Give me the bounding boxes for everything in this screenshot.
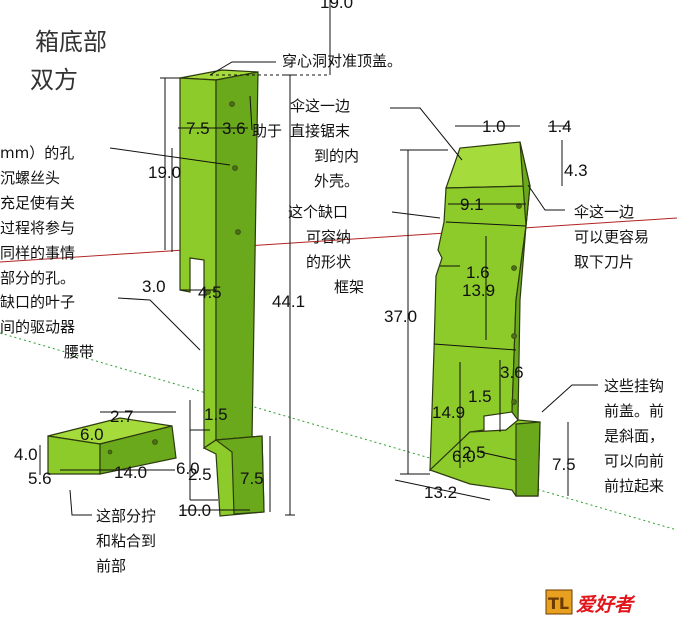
svg-text:mm）的孔: mm）的孔 — [0, 144, 74, 162]
note-umbrella-edge: 伞这一边 直接锯末 到的内 外壳。 — [290, 97, 359, 190]
dim-2-5-a: 2.5 — [188, 465, 212, 484]
svg-text:部分的孔。: 部分的孔。 — [0, 269, 75, 287]
svg-text:腰带: 腰带 — [64, 343, 94, 361]
svg-text:伞这一边: 伞这一边 — [290, 97, 350, 115]
dim-10-0: 10.0 — [178, 501, 211, 520]
leader-line — [209, 61, 276, 76]
dim-14-9: 14.9 — [432, 403, 465, 422]
title-line-1: 箱底部 — [35, 28, 107, 56]
dim-4-0: 4.0 — [14, 445, 38, 464]
svg-text:外壳。: 外壳。 — [314, 172, 359, 190]
note-notch-leaf: 缺口的叶子 间的驱动器 腰带 — [0, 293, 94, 361]
dim-7-5-c: 7.5 — [552, 455, 576, 474]
dim-7-5-a: 7.5 — [186, 119, 210, 138]
dim-1-5-b: 1.5 — [468, 387, 492, 406]
dim-19-0-top: 19.0 — [320, 0, 353, 12]
dim-1-5-a: 1.5 — [204, 405, 228, 424]
watermark-logo: TL 爱好者 — [545, 589, 636, 616]
svg-text:和粘合到: 和粘合到 — [96, 532, 156, 550]
dim-13-9: 13.9 — [462, 281, 495, 300]
svg-text:伞这一边: 伞这一边 — [574, 203, 634, 221]
dim-6-0-c: 6.0 — [452, 447, 476, 466]
dim-3-0: 3.0 — [142, 277, 166, 296]
right-tall-part — [428, 141, 541, 497]
dim-4-5: 4.5 — [198, 283, 222, 302]
svg-text:是斜面，: 是斜面， — [604, 427, 664, 445]
svg-text:同样的事情: 同样的事情 — [0, 244, 75, 262]
svg-text:直接锯末: 直接锯末 — [290, 122, 350, 140]
svg-text:可以更容易: 可以更容易 — [574, 228, 649, 246]
dim-1-6: 1.6 — [466, 263, 490, 282]
title-line-2: 双方 — [30, 66, 78, 94]
small-bracket-part — [47, 417, 177, 475]
dim-2-5-b: 2.5 — [462, 443, 486, 462]
dim-3-6-a: 3.6 — [222, 119, 246, 138]
svg-text:前拉起来: 前拉起来 — [604, 477, 664, 495]
svg-text:这个缺口: 这个缺口 — [288, 203, 348, 221]
note-hooks: 这些挂钩 前盖。前 是斜面， 可以向前 前拉起来 — [604, 377, 664, 495]
red-axis-line — [0, 217, 677, 263]
svg-text:沉螺丝头: 沉螺丝头 — [0, 169, 60, 187]
svg-text:缺口的叶子: 缺口的叶子 — [0, 293, 75, 311]
svg-text:框架: 框架 — [334, 278, 364, 296]
svg-text:前部: 前部 — [96, 557, 126, 575]
dim-7-5-b: 7.5 — [240, 469, 264, 488]
svg-text:可以向前: 可以向前 — [604, 452, 664, 470]
svg-text:过程将参与: 过程将参与 — [0, 219, 75, 237]
svg-text:间的驱动器: 间的驱动器 — [0, 318, 75, 336]
svg-text:到的内: 到的内 — [314, 147, 359, 165]
note-help: 助于 — [252, 122, 282, 140]
svg-text:的形状: 的形状 — [306, 253, 351, 271]
dim-5-6: 5.6 — [28, 469, 52, 488]
dim-2-7: 2.7 — [110, 407, 134, 426]
dim-1-0: 1.0 — [482, 117, 506, 136]
dim-6-0-b: 6.0 — [176, 459, 200, 478]
dim-3-6-b: 3.6 — [500, 363, 524, 382]
dim-19-0: 19.0 — [148, 163, 181, 182]
dim-1-4: 1.4 — [548, 117, 572, 136]
note-hole-cut: mm）的孔 沉螺丝头 充足使有关 过程将参与 同样的事情 部分的孔。 — [0, 144, 75, 287]
dim-44-1: 44.1 — [272, 292, 305, 311]
svg-text:爱好者: 爱好者 — [576, 594, 636, 616]
svg-text:这部分拧: 这部分拧 — [96, 507, 156, 525]
svg-text:可容纳: 可容纳 — [306, 228, 351, 246]
dim-4-3: 4.3 — [564, 161, 588, 180]
svg-text:这些挂钩: 这些挂钩 — [604, 377, 664, 395]
note-through-hole: 穿心洞对准顶盖。 — [282, 52, 402, 70]
note-umbrella-remove: 伞这一边 可以更容易 取下刀片 — [574, 203, 649, 271]
svg-text:充足使有关: 充足使有关 — [0, 194, 75, 212]
note-screw-glue: 这部分拧 和粘合到 前部 — [96, 507, 156, 575]
svg-text:TL: TL — [548, 594, 569, 613]
dim-6-0-a: 6.0 — [80, 425, 104, 444]
svg-text:取下刀片: 取下刀片 — [574, 253, 634, 271]
dim-37-0: 37.0 — [384, 307, 417, 326]
dim-9-1: 9.1 — [460, 195, 484, 214]
svg-text:前盖。前: 前盖。前 — [604, 402, 664, 420]
dim-13-2: 13.2 — [424, 483, 457, 502]
note-gap-frame: 这个缺口 可容纳 的形状 框架 — [288, 203, 364, 296]
dim-14-0: 14.0 — [114, 463, 147, 482]
